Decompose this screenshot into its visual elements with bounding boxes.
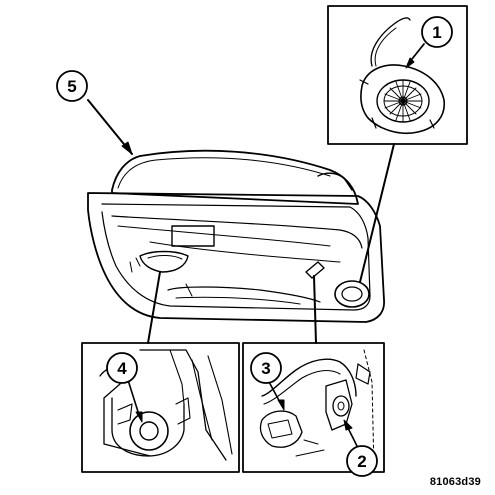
callout-1: 1 [421, 16, 453, 48]
latch-detail-inset [81, 342, 240, 473]
grommet-outer [129, 411, 169, 451]
leader-speaker-link [359, 143, 395, 283]
connector-detail-inset [242, 342, 385, 473]
door-window-glass [111, 149, 359, 205]
door-pull-cup [139, 250, 189, 273]
figure-id: 81063d39 [429, 476, 481, 488]
callout-2-label: 2 [357, 452, 366, 471]
callout-5: 5 [56, 70, 88, 102]
callout-2: 2 [346, 445, 378, 477]
callout-4-label: 4 [117, 359, 127, 378]
leader-lines [87, 43, 425, 449]
leader-switch-link [313, 275, 317, 344]
speaker-detail-inset [327, 5, 468, 145]
map-pocket [167, 286, 321, 303]
door-outer-shell [87, 192, 385, 323]
door-switch [305, 261, 325, 279]
leader-pull-link [147, 271, 161, 344]
callout-1-label: 1 [432, 23, 441, 42]
callout-5-label: 5 [67, 77, 76, 96]
door-panel [87, 149, 385, 323]
door-speaker [334, 280, 370, 308]
grommet-inner [139, 421, 159, 441]
callout-3-label: 3 [261, 359, 270, 378]
callout-4: 4 [106, 352, 138, 384]
handle-bezel [171, 225, 215, 247]
callout-3: 3 [250, 352, 282, 384]
